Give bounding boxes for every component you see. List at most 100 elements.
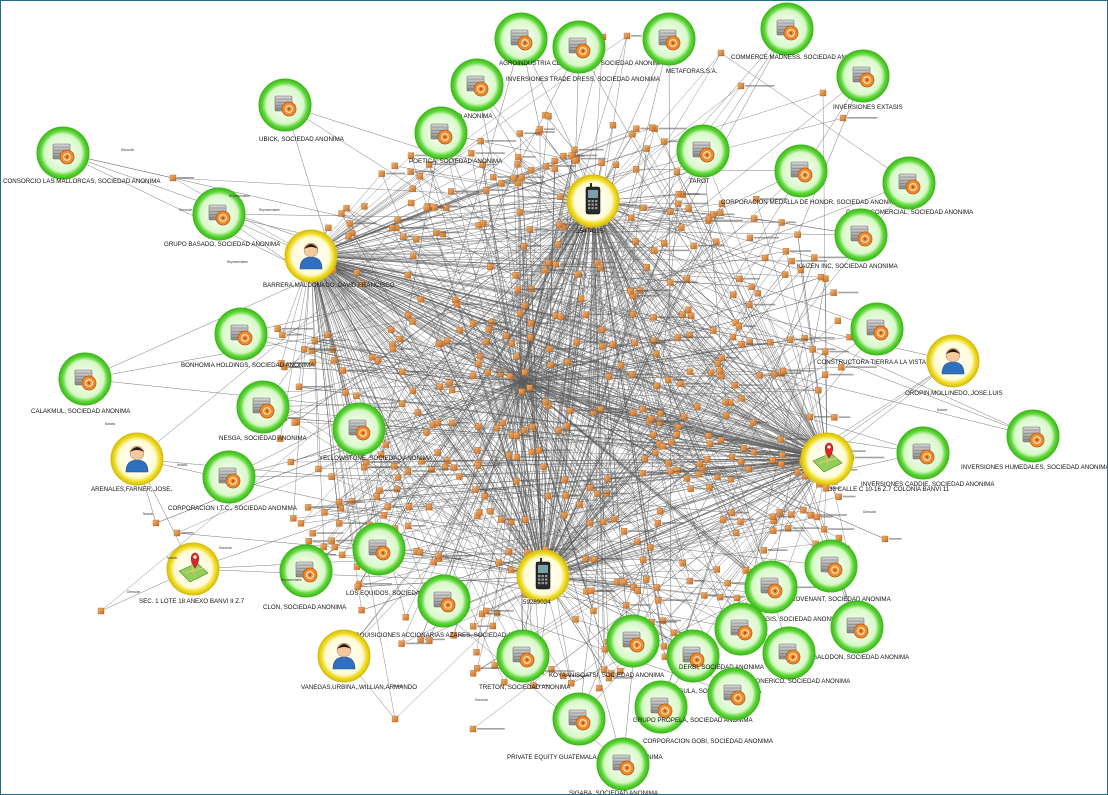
small-company-node[interactable] [643,145,650,152]
small-company-node[interactable] [716,368,723,375]
small-company-node[interactable] [444,457,475,464]
small-company-node[interactable] [576,501,583,508]
small-company-node[interactable] [469,320,498,327]
company-node[interactable]: CONSORCIO LAS MALLORCAS, SOCIEDAD ANONIM… [3,126,161,185]
small-company-node[interactable] [474,447,481,454]
small-company-node[interactable] [641,455,648,462]
small-company-node[interactable] [498,180,516,187]
small-company-node[interactable] [483,607,514,615]
small-company-node[interactable] [434,449,441,456]
small-company-node[interactable] [560,672,590,680]
company-node[interactable]: DERBI, SOCIEDAD ANONIMA [666,629,765,683]
small-company-node[interactable] [782,271,789,278]
small-company-node[interactable] [706,215,724,222]
small-company-node[interactable] [476,353,484,360]
small-company-node[interactable] [652,449,659,456]
small-company-node[interactable] [345,233,352,240]
small-company-node[interactable] [425,161,457,168]
small-company-node[interactable] [516,208,553,216]
small-company-node[interactable] [152,519,160,527]
small-company-node[interactable] [631,339,666,346]
small-company-node[interactable] [514,179,545,187]
small-company-node[interactable] [690,242,724,250]
small-company-node[interactable] [597,264,616,271]
small-company-node[interactable] [377,451,385,458]
small-company-node[interactable] [423,429,430,436]
small-company-node[interactable] [777,436,809,443]
small-company-node[interactable] [551,157,558,165]
small-company-node[interactable] [449,419,469,427]
small-company-node[interactable] [609,341,628,348]
small-company-node[interactable] [649,124,656,131]
small-company-node[interactable] [389,224,396,232]
small-company-node[interactable] [643,264,650,271]
small-company-node[interactable] [675,190,700,198]
small-company-node[interactable] [378,170,406,177]
company-node[interactable]: INVERSIONES EXTASIS [833,49,903,111]
small-company-node[interactable] [542,163,576,170]
small-company-node[interactable] [588,587,614,594]
small-company-node[interactable] [446,379,453,386]
small-company-node[interactable] [817,273,825,281]
small-company-node[interactable] [738,395,745,402]
small-company-node[interactable] [667,468,687,475]
address-node[interactable]: 33 CALLE C 10-16 Z.7 COLONIA BANVI 11 [800,432,950,493]
small-company-node[interactable] [394,216,428,223]
small-company-node[interactable] [516,130,540,137]
small-company-node[interactable] [737,518,744,525]
small-company-node[interactable] [413,235,451,243]
small-company-node[interactable] [387,326,395,333]
company-node[interactable]: NESGA, SOCIEDAD ANONIMA [219,380,308,442]
small-company-node[interactable] [436,383,461,390]
small-company-node[interactable] [391,463,398,470]
small-company-node[interactable] [456,473,484,480]
company-node[interactable]: ADQUISICIONES ACCIONARIAS AZARES, SOCIED… [351,574,537,639]
phone-node[interactable]: 25474125 [566,174,620,235]
small-company-node[interactable] [554,241,576,248]
small-company-node[interactable] [474,462,498,469]
small-company-node[interactable] [679,560,686,567]
small-company-node[interactable] [660,138,684,145]
small-company-node[interactable] [647,544,654,551]
small-company-node[interactable] [499,419,537,426]
small-company-node[interactable] [561,476,568,483]
small-company-node[interactable] [681,413,688,421]
small-company-node[interactable] [582,311,613,318]
small-company-node[interactable] [655,597,693,604]
small-company-node[interactable] [628,214,635,221]
small-company-node[interactable] [510,175,517,182]
small-company-node[interactable] [402,614,409,621]
small-company-node[interactable] [643,576,650,583]
small-company-node[interactable] [358,280,365,287]
small-company-node[interactable] [476,509,483,516]
small-company-node[interactable] [776,509,783,516]
small-company-node[interactable] [521,302,529,309]
company-node[interactable]: CORPORACION I.T.C., SOCIEDAD ANONIMA [168,450,298,512]
small-company-node[interactable] [561,512,568,519]
small-company-node[interactable] [563,422,594,430]
small-company-node[interactable] [513,478,540,485]
small-company-node[interactable] [770,527,805,534]
small-company-node[interactable] [369,354,387,361]
small-company-node[interactable] [309,530,344,537]
small-company-node[interactable] [336,520,370,527]
small-company-node[interactable] [716,593,746,601]
small-company-node[interactable] [753,196,788,203]
small-company-node[interactable] [632,238,639,245]
small-company-node[interactable] [599,342,633,350]
small-company-node[interactable] [404,468,435,475]
company-node[interactable]: GRUPO BASADO, SOCIEDAD ANONIMA [164,187,281,248]
small-company-node[interactable] [373,493,381,500]
small-company-node[interactable] [767,339,774,346]
small-company-node[interactable] [806,413,833,421]
small-company-node[interactable] [343,205,350,212]
small-company-node[interactable] [482,338,490,346]
small-company-node[interactable] [687,485,712,492]
small-company-node[interactable] [448,386,456,394]
small-company-node[interactable] [484,369,519,376]
small-company-node[interactable] [338,210,345,217]
small-company-node[interactable] [822,348,849,355]
small-company-node[interactable] [778,219,797,226]
small-company-node[interactable] [521,369,558,376]
small-company-node[interactable] [780,367,815,375]
